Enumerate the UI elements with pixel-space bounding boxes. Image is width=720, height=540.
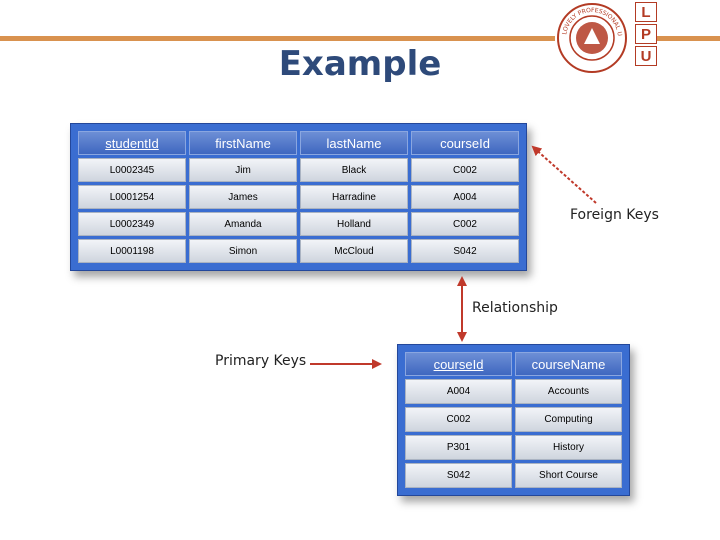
table-cell: Black xyxy=(300,158,408,182)
table-row: L0002349 Amanda Holland C002 xyxy=(78,212,519,236)
student-table-header-row: studentId firstName lastName courseId xyxy=(78,131,519,155)
column-header-firstname: firstName xyxy=(189,131,297,155)
table-cell: A004 xyxy=(405,379,512,404)
logo-letter-l: L xyxy=(635,2,657,22)
table-row: A004 Accounts xyxy=(405,379,622,404)
table-cell: S042 xyxy=(411,239,519,263)
table-row: S042 Short Course xyxy=(405,463,622,488)
lpu-letter-logo: L P U xyxy=(635,2,657,68)
table-cell: S042 xyxy=(405,463,512,488)
foreign-keys-label: Foreign Keys xyxy=(570,207,659,223)
top-accent-bar-left xyxy=(0,36,555,41)
table-cell: Jim xyxy=(189,158,297,182)
logo-letter-u: U xyxy=(635,46,657,66)
column-header-studentid: studentId xyxy=(78,131,186,155)
university-seal-logo: LOVELY PROFESSIONAL UNIVERSITY · PUNJAB … xyxy=(556,2,627,73)
table-cell: C002 xyxy=(411,212,519,236)
logo-letter-p: P xyxy=(635,24,657,44)
table-cell: James xyxy=(189,185,297,209)
table-cell: Harradine xyxy=(300,185,408,209)
table-row: L0001254 James Harradine A004 xyxy=(78,185,519,209)
table-cell: C002 xyxy=(405,407,512,432)
table-cell: P301 xyxy=(405,435,512,460)
column-header-lastname: lastName xyxy=(300,131,408,155)
table-cell: L0001254 xyxy=(78,185,186,209)
course-table-header-row: courseId courseName xyxy=(405,352,622,376)
top-accent-bar-right xyxy=(637,36,720,41)
table-cell: History xyxy=(515,435,622,460)
table-cell: Computing xyxy=(515,407,622,432)
table-row: P301 History xyxy=(405,435,622,460)
column-header-courseid: courseId xyxy=(405,352,512,376)
table-cell: Simon xyxy=(189,239,297,263)
table-row: L0001198 Simon McCloud S042 xyxy=(78,239,519,263)
table-cell: Short Course xyxy=(515,463,622,488)
table-row: L0002345 Jim Black C002 xyxy=(78,158,519,182)
table-cell: Holland xyxy=(300,212,408,236)
foreign-key-arrow xyxy=(531,145,597,204)
table-cell: Accounts xyxy=(515,379,622,404)
table-cell: A004 xyxy=(411,185,519,209)
table-cell: L0001198 xyxy=(78,239,186,263)
slide-title: Example xyxy=(278,44,442,84)
column-header-coursename: courseName xyxy=(515,352,622,376)
course-table: courseId courseName A004 Accounts C002 C… xyxy=(397,344,630,496)
table-cell: L0002345 xyxy=(78,158,186,182)
column-header-courseid: courseId xyxy=(411,131,519,155)
student-table: studentId firstName lastName courseId L0… xyxy=(70,123,527,271)
table-cell: McCloud xyxy=(300,239,408,263)
table-cell: C002 xyxy=(411,158,519,182)
relationship-label: Relationship xyxy=(472,300,558,316)
primary-keys-label: Primary Keys xyxy=(215,353,307,369)
table-row: C002 Computing xyxy=(405,407,622,432)
table-cell: L0002349 xyxy=(78,212,186,236)
table-cell: Amanda xyxy=(189,212,297,236)
